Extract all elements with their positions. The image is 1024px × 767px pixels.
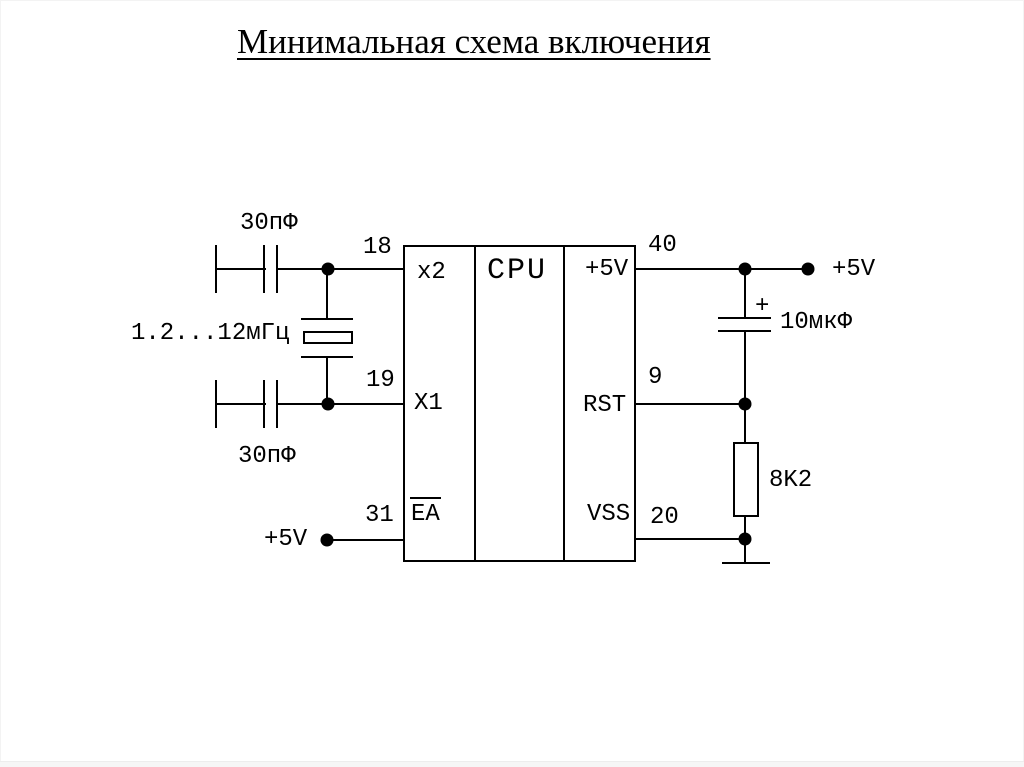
pin-number-18: 18 [363,234,392,261]
wire-segment [744,539,746,563]
wire-segment [326,357,328,404]
pin-number-40: 40 [648,232,677,259]
wire-segment [744,516,746,539]
wire-segment [744,331,746,404]
ea-overline [410,497,441,499]
cap-top-plate-right [276,245,278,293]
pin-number-9: 9 [648,364,663,391]
cap-top-label: 30пФ [240,210,298,237]
cpu-divider-left [474,245,476,562]
supply-terminal-dot [801,262,815,276]
cap-el-plate-top [718,317,771,319]
pin-number-19: 19 [366,367,395,394]
wire-segment [636,268,809,270]
page-title: Минимальная схема включения [237,22,711,61]
cpu-divider-right [563,245,565,562]
crystal-plate-top [301,318,353,320]
cap-bottom-label: 30пФ [238,443,296,470]
pin-label-plus5v: +5V [585,256,629,283]
wire-segment [278,268,405,270]
polarity-plus-sign: + [755,293,770,320]
wire-segment [636,538,746,540]
cap-bottom-plate-right [276,380,278,428]
footer-strip [0,761,1024,767]
wire-segment [216,268,266,270]
resistor-body [733,442,759,517]
wire-segment [744,404,746,443]
pin-number-31: 31 [365,502,394,529]
supply-right-label: +5V [832,256,876,283]
wire-segment [216,403,266,405]
crystal-label: 1.2...12мГц [131,320,290,347]
pin-label-rst: RST [583,392,627,419]
crystal-body [303,331,353,344]
cpu-name: CPU [487,254,548,288]
pin-label-vss: VSS [587,501,631,528]
pin-label-x1: X1 [414,390,443,417]
wire-segment [326,269,328,319]
pin-label-ea: EA [411,501,440,528]
wire-segment [744,269,746,318]
junction-dot [321,397,335,411]
ground-bar [722,562,770,564]
wire-segment [636,403,746,405]
resistor-label: 8K2 [769,467,813,494]
pin-number-20: 20 [650,504,679,531]
supply-left-label: +5V [264,526,308,553]
pin-label-x2: x2 [417,259,446,286]
cap-bottom-plate-left [263,380,265,428]
wire-segment [327,539,405,541]
cap-el-label: 10мкФ [780,309,853,336]
cpu-block [403,245,636,562]
cap-top-plate-left [263,245,265,293]
junction-dot [321,262,335,276]
wire-segment [278,403,405,405]
